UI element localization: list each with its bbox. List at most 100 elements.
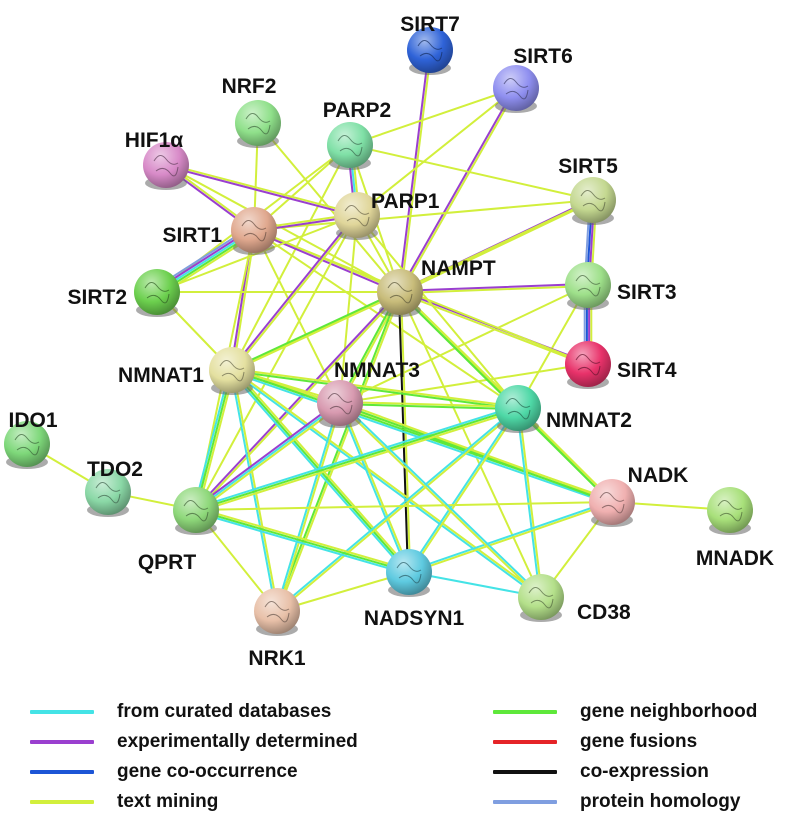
node-nmnat2[interactable]: NMNAT2 — [495, 385, 632, 433]
node-sphere[interactable] — [334, 192, 380, 238]
node-qprt[interactable]: QPRT — [138, 487, 219, 574]
edge-line-textmining — [408, 502, 614, 575]
legend-item-homology: protein homology — [493, 790, 740, 814]
node-nadsyn1[interactable]: NADSYN1 — [364, 549, 465, 630]
node-label: NRK1 — [248, 647, 305, 670]
node-sphere[interactable] — [317, 380, 363, 426]
protein-structure-icon — [327, 393, 353, 415]
edge-line-database — [407, 499, 613, 572]
node-sirt5[interactable]: SIRT5 — [558, 155, 618, 225]
protein-structure-icon — [183, 500, 209, 522]
node-sirt4[interactable]: SIRT4 — [565, 341, 677, 389]
node-sphere[interactable] — [134, 269, 180, 315]
node-label: PARP2 — [323, 99, 391, 122]
node-parp2[interactable]: PARP2 — [323, 99, 391, 170]
edge-line-neighborhood — [230, 290, 401, 371]
node-sphere[interactable] — [143, 142, 189, 188]
node-label: SIRT6 — [513, 45, 573, 68]
node-label: NRF2 — [222, 75, 277, 98]
legend-swatch-neighborhood — [493, 710, 557, 714]
node-cd38[interactable]: CD38 — [518, 574, 631, 624]
protein-structure-icon — [14, 434, 40, 456]
node-nrk1[interactable]: NRK1 — [248, 588, 306, 670]
node-label: HIF1α — [125, 129, 184, 152]
node-sphere[interactable] — [707, 487, 753, 533]
legend-item-database: from curated databases — [30, 700, 331, 724]
edge-line-database — [194, 511, 410, 576]
legend-label-neighborhood: gene neighborhood — [580, 701, 758, 722]
protein-structure-icon — [528, 587, 554, 609]
node-sphere[interactable] — [518, 574, 564, 620]
edge-line-database — [407, 406, 519, 573]
edge-parp1-nmnat2 — [356, 214, 519, 409]
node-sphere[interactable] — [565, 262, 611, 308]
protein-structure-icon — [95, 482, 121, 504]
edge-nmnat2-qprt — [194, 404, 520, 514]
legend-label-fusion: gene fusions — [580, 731, 698, 752]
edge-line-textmining — [356, 214, 519, 409]
node-sphere[interactable] — [493, 65, 539, 111]
node-sirt2[interactable]: SIRT2 — [67, 269, 180, 317]
node-sphere[interactable] — [565, 341, 611, 387]
edge-nadk-nadsyn1 — [407, 499, 614, 575]
edge-line-textmining — [356, 87, 517, 216]
edge-sirt5-sirt1 — [253, 199, 594, 231]
edge-line-textmining — [165, 162, 359, 215]
node-sphere[interactable] — [231, 207, 277, 253]
node-label: SIRT3 — [617, 281, 677, 304]
edge-sirt7-nampt — [397, 48, 433, 294]
edge-line-neighborhood — [338, 403, 519, 411]
node-sphere[interactable] — [570, 177, 616, 223]
node-sphere[interactable] — [4, 421, 50, 467]
node-sphere[interactable] — [377, 269, 423, 315]
edge-sirt3-nampt — [398, 282, 590, 295]
node-nmnat3[interactable]: NMNAT3 — [317, 359, 420, 428]
node-sphere[interactable] — [254, 588, 300, 634]
edge-line-textmining — [195, 501, 613, 511]
node-mnadk[interactable]: MNADK — [696, 487, 774, 570]
node-sphere[interactable] — [327, 122, 373, 168]
node-label: NADK — [628, 464, 689, 487]
node-sirt7[interactable]: SIRT7 — [400, 13, 460, 75]
node-sphere[interactable] — [173, 487, 219, 533]
protein-structure-icon — [599, 492, 625, 514]
node-sirt3[interactable]: SIRT3 — [565, 262, 677, 310]
node-nrf2[interactable]: NRF2 — [222, 75, 281, 148]
node-label: SIRT5 — [558, 155, 618, 178]
node-parp1[interactable]: PARP1 — [334, 190, 440, 240]
protein-structure-icon — [241, 220, 267, 242]
node-sphere[interactable] — [495, 385, 541, 431]
node-sphere[interactable] — [407, 27, 453, 73]
node-hif1a[interactable]: HIF1α — [125, 129, 189, 190]
edge-line-experimental — [398, 282, 589, 292]
node-sphere[interactable] — [85, 469, 131, 515]
node-sphere[interactable] — [209, 347, 255, 393]
edge-nampt-nmnat1 — [230, 290, 402, 372]
edge-line-textmining — [339, 400, 520, 408]
edge-parp2-nmnat1 — [231, 144, 351, 371]
node-sphere[interactable] — [235, 100, 281, 146]
node-label: SIRT2 — [67, 286, 127, 309]
edge-nmnat3-nmnat2 — [338, 400, 520, 411]
node-nadk[interactable]: NADK — [589, 464, 688, 527]
node-ido1[interactable]: IDO1 — [4, 409, 58, 469]
protein-structure-icon — [219, 360, 245, 382]
edge-line-textmining — [195, 409, 520, 514]
legend-label-textmining: text mining — [117, 791, 219, 812]
edge-parp1-nmnat1 — [230, 213, 359, 372]
node-sphere[interactable] — [589, 479, 635, 525]
edge-line-textmining — [339, 400, 614, 502]
node-tdo2[interactable]: TDO2 — [85, 458, 143, 517]
node-sirt1[interactable]: SIRT1 — [162, 207, 277, 255]
legend-label-coexpression: co-expression — [580, 761, 709, 782]
edge-line-textmining — [195, 291, 402, 512]
edge-line-textmining — [195, 214, 358, 511]
edge-line-database — [274, 401, 340, 612]
node-nampt[interactable]: NAMPT — [377, 257, 496, 317]
edge-line-neighborhood — [274, 290, 400, 612]
edge-qprt-nadsyn1 — [194, 506, 411, 576]
node-sirt6[interactable]: SIRT6 — [493, 45, 573, 113]
node-sphere[interactable] — [386, 549, 432, 595]
node-nmnat1[interactable]: NMNAT1 — [118, 347, 255, 395]
edge-line-textmining — [338, 402, 542, 599]
